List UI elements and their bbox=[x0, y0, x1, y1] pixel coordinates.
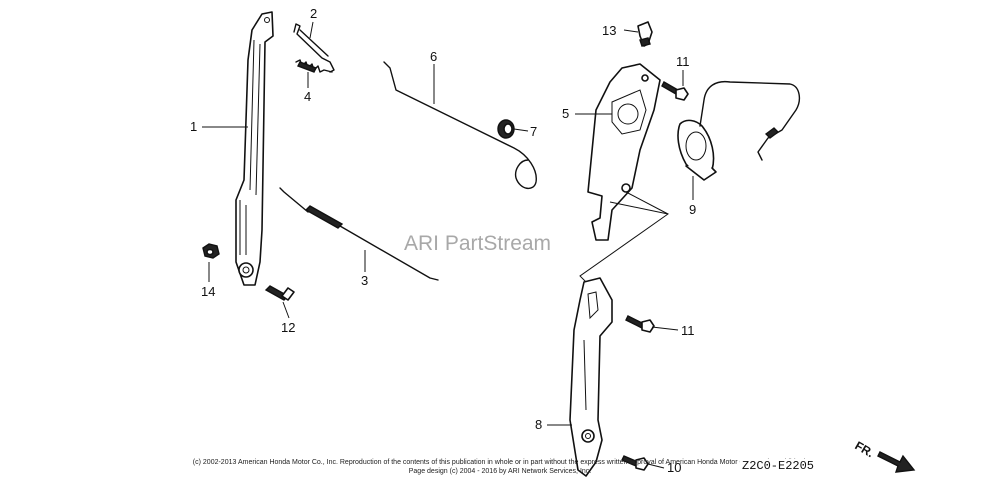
front-label: FR. bbox=[853, 438, 877, 460]
callout-13[interactable]: 13 bbox=[602, 23, 616, 38]
watermark: ARI PartStream bbox=[404, 232, 551, 255]
callout-2[interactable]: 2 bbox=[310, 6, 317, 21]
copyright-line-1: (c) 2002-2013 American Honda Motor Co., … bbox=[192, 459, 808, 466]
callout-10[interactable]: 10 bbox=[667, 460, 681, 475]
part-5-control-bracket[interactable] bbox=[587, 63, 661, 241]
part-13-clip[interactable] bbox=[637, 21, 653, 47]
part-9-stop-switch[interactable] bbox=[677, 80, 801, 181]
callout-8[interactable]: 8 bbox=[535, 417, 542, 432]
callout-11-lower[interactable]: 11 bbox=[681, 323, 695, 338]
part-12-bolt[interactable] bbox=[264, 285, 295, 301]
callout-4[interactable]: 4 bbox=[304, 89, 311, 104]
diagram-code: Z2C0-E2205 bbox=[740, 459, 817, 473]
callout-14[interactable]: 14 bbox=[201, 284, 215, 299]
callout-3[interactable]: 3 bbox=[361, 273, 368, 288]
part-4-spring[interactable] bbox=[295, 59, 333, 73]
callout-6[interactable]: 6 bbox=[430, 49, 437, 64]
assembly-guide-lines bbox=[579, 191, 669, 289]
part-7-nut[interactable] bbox=[497, 119, 515, 139]
callout-12[interactable]: 12 bbox=[281, 320, 295, 335]
front-arrow-icon bbox=[877, 451, 916, 473]
callout-9[interactable]: 9 bbox=[689, 202, 696, 217]
copyright-line-2: Page design (c) 2004 - 2016 by ARI Netwo… bbox=[408, 468, 592, 475]
leader-lines bbox=[202, 21, 694, 469]
part-10-bolt[interactable] bbox=[621, 455, 649, 471]
part-1-lever-arm[interactable] bbox=[235, 11, 274, 286]
part-3-governor-rod[interactable] bbox=[279, 187, 439, 281]
part-11-bolt-upper[interactable] bbox=[661, 81, 689, 101]
part-8-lever-plate[interactable] bbox=[569, 277, 613, 477]
part-11-bolt-lower[interactable] bbox=[625, 315, 655, 333]
part-2-spring-clip[interactable] bbox=[293, 23, 335, 73]
callout-11-upper[interactable]: 11 bbox=[676, 54, 690, 69]
callouts: 1 2 4 3 5 6 7 8 9 10 11 11 12 13 14 bbox=[190, 6, 696, 475]
callout-5[interactable]: 5 bbox=[562, 106, 569, 121]
callout-1[interactable]: 1 bbox=[190, 119, 197, 134]
callout-7[interactable]: 7 bbox=[530, 124, 537, 139]
part-14-nut[interactable] bbox=[202, 243, 220, 259]
part-6-throttle-rod[interactable] bbox=[383, 61, 537, 189]
